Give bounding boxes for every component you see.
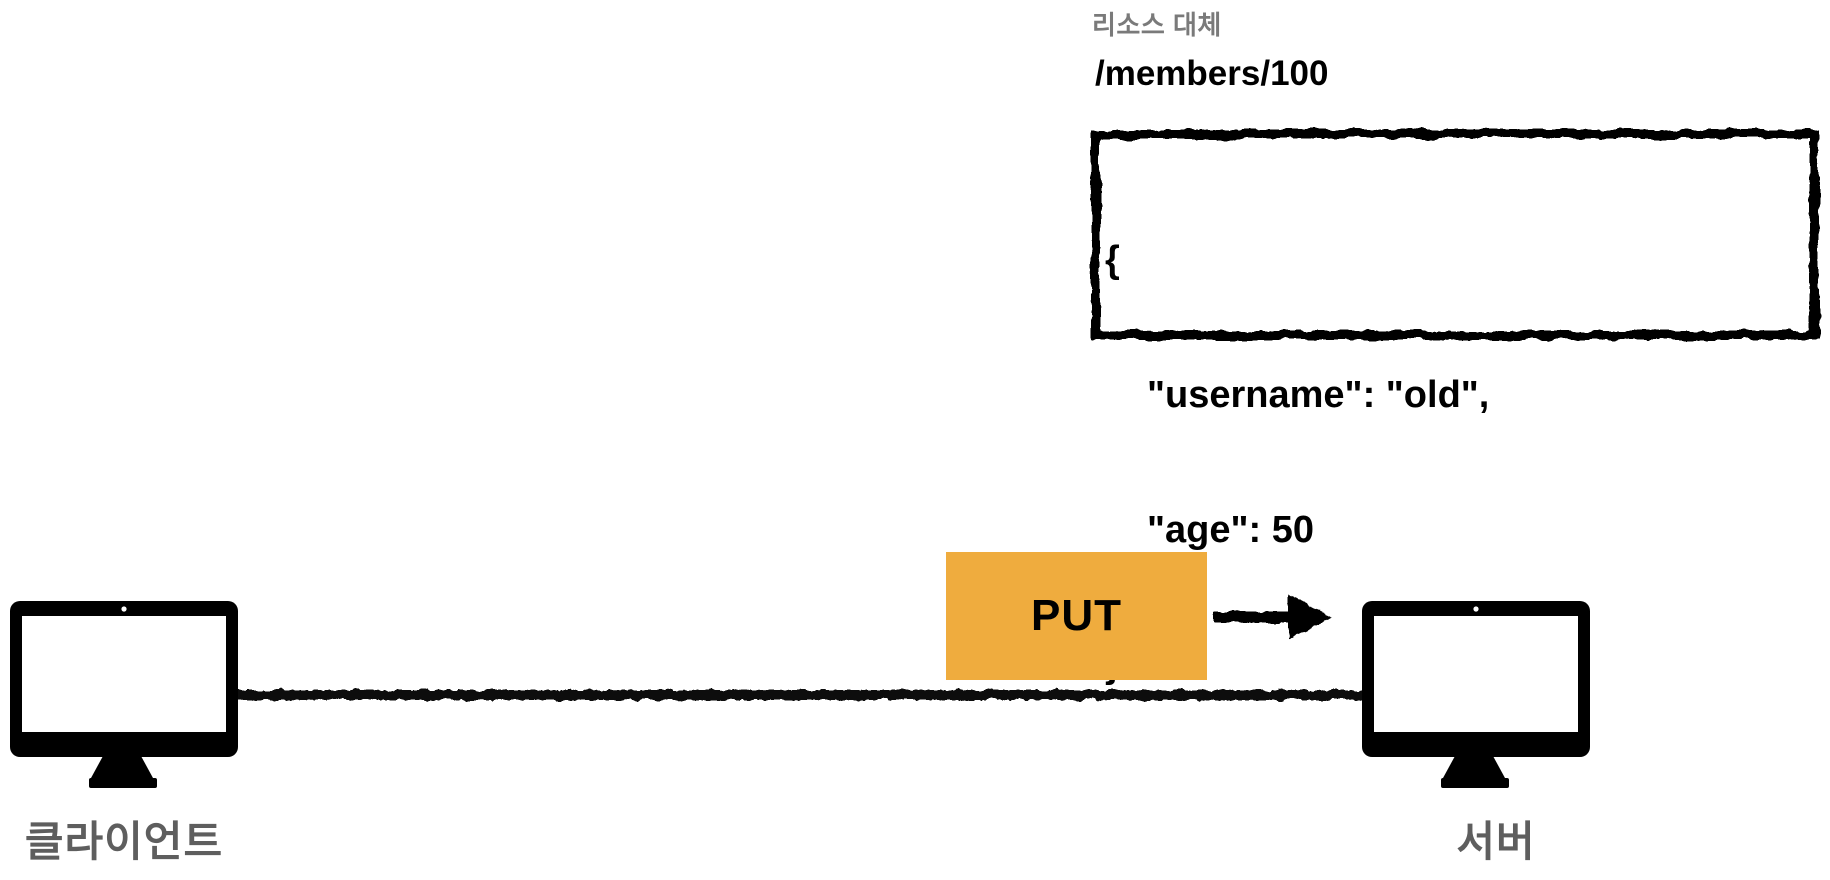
server-monitor-icon [1362,601,1590,788]
request-body-code: { "username": "old", "age": 50 } [1105,148,1489,778]
http-method-label: PUT [1031,591,1122,640]
client-monitor-icon [10,601,238,788]
request-body-box: { "username": "old", "age": 50 } [1088,126,1822,686]
right-arrow-icon [1213,594,1332,640]
sketch-border [1091,129,1819,340]
http-method-box: PUT [946,552,1207,680]
annotation-caption: 리소스 대체 [1092,10,1222,40]
server-label: 서버 [1456,818,1536,865]
code-line: "age": 50 [1147,509,1314,551]
code-line: "username": "old", [1147,374,1490,416]
client-label: 클라이언트 [24,818,224,865]
request-path: /members/100 [1095,54,1329,93]
connection-line [234,690,1366,700]
code-line: { [1105,239,1120,281]
